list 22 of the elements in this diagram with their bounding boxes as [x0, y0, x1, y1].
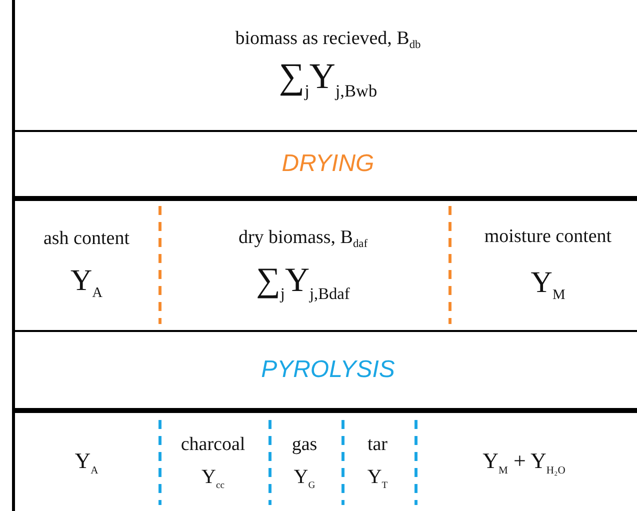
- formula-text: ∑$_{j}$Y$_{j,Bdaf}$: [256, 262, 350, 304]
- caption-text: gas: [292, 434, 318, 456]
- formula-text: Y$_{A}$: [70, 264, 103, 303]
- caption-text: moisture content: [484, 226, 612, 248]
- process-band: [12, 330, 637, 408]
- formula-text: ∑$_{j}$Y$_{j,Bwb}$: [278, 55, 378, 102]
- formula-text: Y$_{G}$: [294, 466, 316, 490]
- stage-band: [12, 196, 637, 330]
- formula-text: Y$_{T}$: [367, 466, 388, 490]
- stage-band: [12, 408, 637, 511]
- caption-text: tar: [367, 434, 388, 456]
- process-label: DRYING: [282, 150, 374, 178]
- caption-text: biomass as recieved, B$_{db}$: [235, 28, 421, 52]
- formula-text: Y$_{M}$: [530, 266, 566, 305]
- process-label: PYROLYSIS: [261, 356, 395, 384]
- caption-text: charcoal: [180, 434, 246, 456]
- process-band: [12, 130, 637, 196]
- caption-text: ash content: [43, 228, 130, 250]
- formula-text: Y$_{M}$ + Y$_{H₂O}$: [482, 448, 566, 476]
- formula-text: Y$_{A}$: [74, 448, 98, 476]
- caption-text: dry biomass, B$_{daf}$: [238, 226, 368, 250]
- formula-text: Y$_{cc}$: [202, 466, 224, 490]
